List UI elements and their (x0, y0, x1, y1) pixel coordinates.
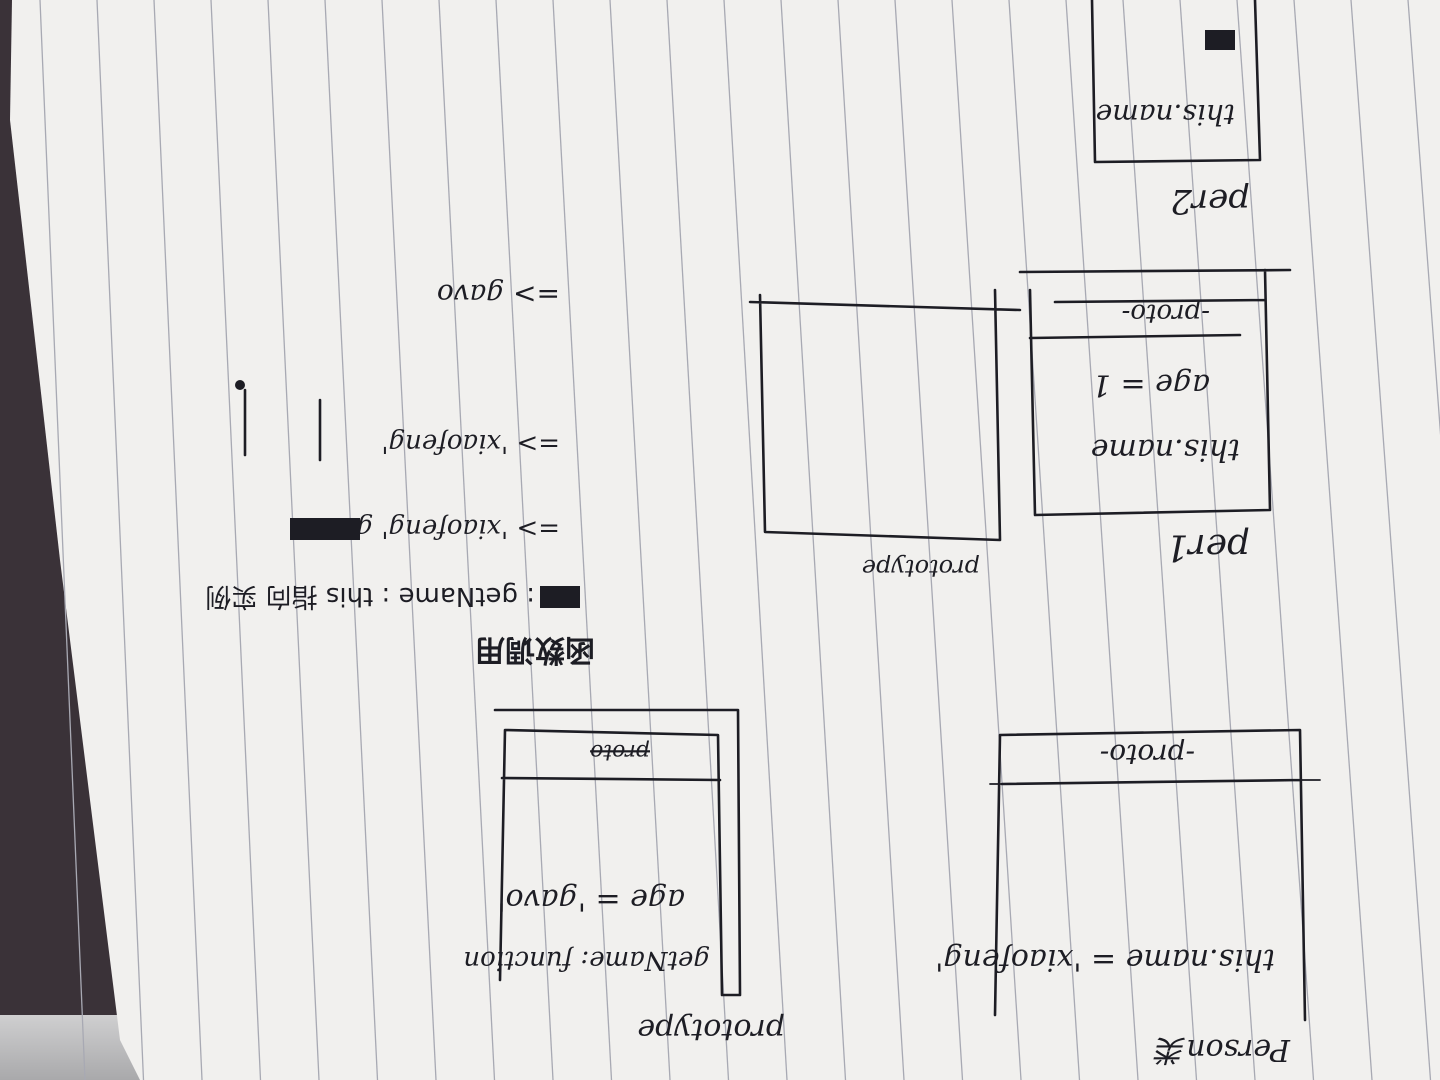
person-field: this.name = 'xiaofeng' (935, 942, 1275, 977)
ruled-line (1065, 0, 1139, 1080)
ruled-line (1407, 0, 1440, 436)
empty-prototype-box: prototype (748, 288, 1022, 582)
ruled-line (780, 0, 847, 1080)
per1-box-outline (1018, 268, 1292, 517)
person-box-divider-ticks (989, 779, 1321, 785)
prototype-box: getName: function age = 'gavo' proto pro… (463, 708, 785, 1047)
person-caption: Person类 (1153, 1032, 1291, 1067)
prototype-field: age = 'gavo' (497, 882, 685, 917)
ruled-line (39, 0, 86, 1080)
upside-down-notes: this.name = 'xiaofeng' -proto- Person类 g… (205, 0, 1321, 1067)
prototype-method: getName: function (463, 945, 710, 975)
per2-field: this.name (1096, 98, 1235, 131)
ruled-line (1122, 0, 1198, 1080)
empty-prototype-outline (748, 288, 1022, 542)
prototype-divider-label: proto (590, 739, 650, 764)
per2-box-outline (1090, 0, 1262, 164)
prototype-caption: prototype (637, 1012, 785, 1047)
notes-strike-2 (290, 518, 360, 540)
ruled-line (1293, 0, 1373, 1080)
ruled-line (666, 0, 730, 1080)
ruled-line (837, 0, 905, 1080)
ruled-line (495, 0, 554, 1080)
ruled-line (1179, 0, 1256, 1080)
per2-box: this.name per2 (1090, 0, 1262, 221)
ruled-line (381, 0, 437, 1080)
per1-field-1: this.name (1091, 432, 1240, 467)
empty-prototype-caption: prototype (862, 554, 980, 582)
per2-caption: per2 (1170, 181, 1250, 221)
per1-box: this.name age = 1 -proto- per1 (1018, 268, 1292, 567)
ruled-line (438, 0, 496, 1080)
ruled-line (552, 0, 613, 1080)
notes-line-4: => gavo (437, 278, 560, 311)
notes-strike-1 (540, 586, 580, 608)
notes: 函数调用 : getName : this 指向 实例 => 'xiaofeng… (205, 278, 595, 667)
notes-heading: 函数调用 (475, 632, 595, 667)
ruled-line (1350, 0, 1432, 1080)
person-box-outline (993, 728, 1307, 1022)
notes-line-3: => 'xiaofeng' (381, 428, 560, 458)
notes-marks (243, 388, 322, 462)
ruled-line (1008, 0, 1081, 1080)
per1-divider-label: -proto- (1122, 298, 1210, 328)
ruled-lines (39, 0, 1440, 1080)
ruled-line (153, 0, 203, 1080)
per1-field-2: age = 1 (1092, 367, 1210, 402)
person-box: this.name = 'xiaofeng' -proto- Person类 (935, 728, 1321, 1067)
notes-line-1: : getName : this 指向 实例 (205, 581, 535, 611)
per1-caption: per1 (1166, 526, 1250, 567)
ruled-line (723, 0, 788, 1080)
person-divider-label: -proto- (1100, 738, 1195, 771)
ruled-line (96, 0, 145, 1080)
ruled-line (1236, 0, 1315, 1080)
paper-sheet (10, 0, 1440, 1080)
prototype-box-outline (493, 708, 742, 997)
ruled-line (894, 0, 964, 1080)
per2-scribble (1205, 30, 1235, 50)
ruled-line (210, 0, 262, 1080)
notes-dot (235, 380, 245, 390)
ruled-line (609, 0, 671, 1080)
